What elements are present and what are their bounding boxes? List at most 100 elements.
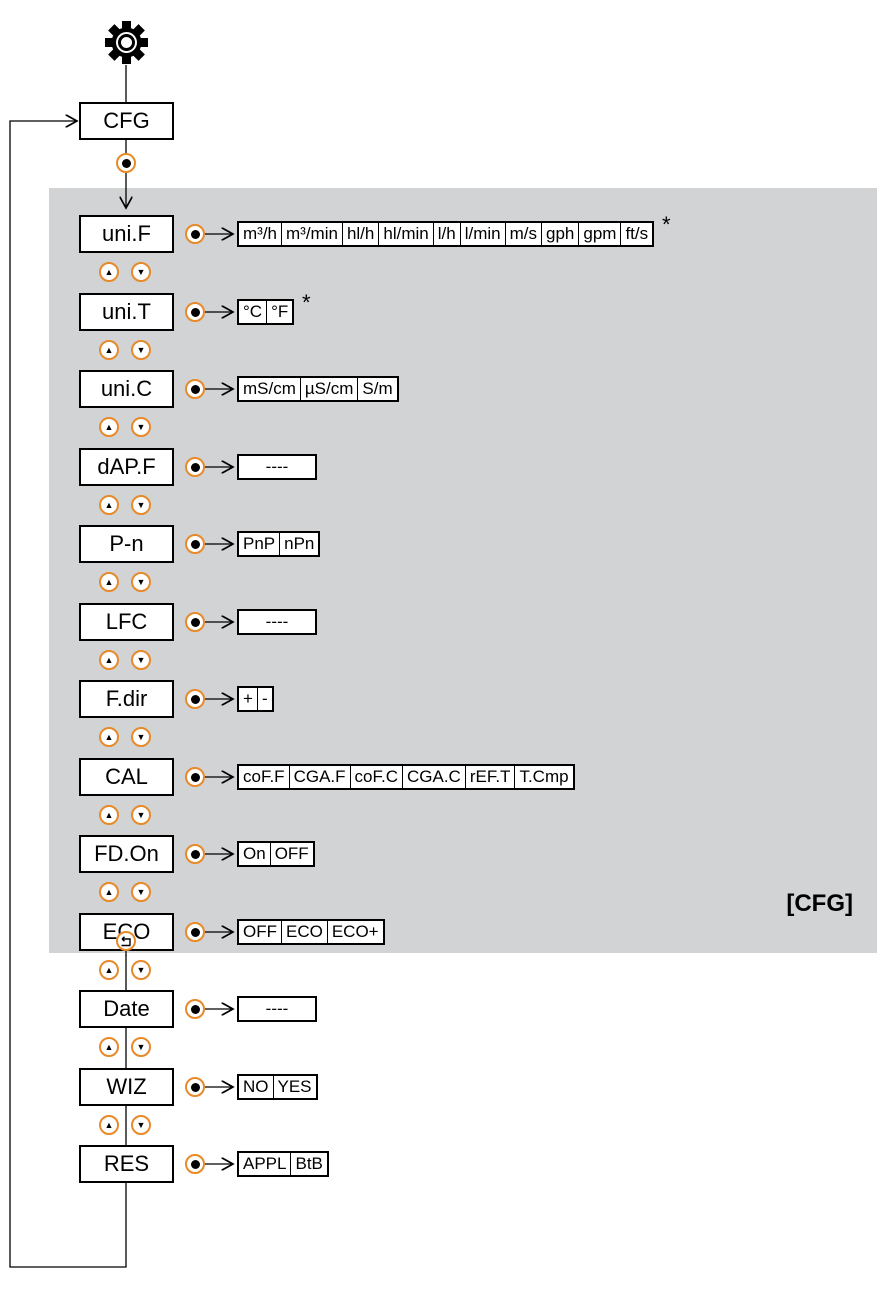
option-item[interactable]: BtB	[290, 1153, 326, 1175]
option-item[interactable]: ECO+	[326, 921, 383, 943]
option-item[interactable]: coF.C	[349, 766, 402, 788]
down-arrow-icon[interactable]: ▼	[131, 1115, 151, 1135]
option-item[interactable]: T.Cmp	[514, 766, 572, 788]
down-arrow-icon[interactable]: ▼	[131, 960, 151, 980]
option-item[interactable]: OFF	[243, 922, 277, 941]
option-item[interactable]: gpm	[578, 223, 620, 245]
down-arrow-icon[interactable]: ▼	[131, 340, 151, 360]
option-item[interactable]: ft/s	[620, 223, 652, 245]
enter-dot-icon[interactable]	[185, 1077, 205, 1097]
option-item[interactable]: m³/min	[281, 223, 342, 245]
option-item[interactable]: m³/h	[243, 224, 277, 243]
enter-dot-icon[interactable]	[185, 457, 205, 477]
options-date: ----	[237, 996, 317, 1022]
param-lfc[interactable]: LFC	[79, 603, 174, 641]
option-item[interactable]: ----	[265, 612, 289, 631]
option-item[interactable]: l/min	[459, 223, 505, 245]
param-cal[interactable]: CAL	[79, 758, 174, 796]
option-item[interactable]: °C	[243, 302, 263, 321]
option-item[interactable]: hl/h	[341, 223, 378, 245]
up-arrow-icon[interactable]: ▲	[99, 882, 119, 902]
down-arrow-icon[interactable]: ▼	[131, 572, 151, 592]
enter-dot-icon[interactable]	[185, 767, 205, 787]
up-arrow-icon[interactable]: ▲	[99, 262, 119, 282]
option-item[interactable]: -	[256, 688, 272, 710]
param-wiz[interactable]: WIZ	[79, 1068, 174, 1106]
option-item[interactable]: APPL	[243, 1154, 287, 1173]
up-arrow-icon[interactable]: ▲	[99, 417, 119, 437]
up-arrow-icon[interactable]: ▲	[99, 1115, 119, 1135]
up-arrow-icon[interactable]: ▲	[99, 805, 119, 825]
up-arrow-icon[interactable]: ▲	[99, 572, 119, 592]
enter-dot-icon[interactable]	[185, 1154, 205, 1174]
option-item[interactable]: l/h	[432, 223, 460, 245]
option-item[interactable]: gph	[541, 223, 578, 245]
up-arrow-icon[interactable]: ▲	[99, 495, 119, 515]
option-item[interactable]: m/s	[504, 223, 541, 245]
option-item[interactable]: °F	[266, 301, 292, 323]
footnote-asterisk: *	[302, 290, 311, 315]
option-item[interactable]: ----	[265, 457, 289, 476]
option-item[interactable]: hl/min	[378, 223, 432, 245]
option-item[interactable]: rEF.T	[464, 766, 515, 788]
up-arrow-icon[interactable]: ▲	[99, 1037, 119, 1057]
up-arrow-icon[interactable]: ▲	[99, 650, 119, 670]
option-item[interactable]: CGA.F	[288, 766, 350, 788]
option-item[interactable]: NO	[243, 1077, 269, 1096]
option-item[interactable]: PnP	[243, 534, 276, 553]
param-res[interactable]: RES	[79, 1145, 174, 1183]
back-icon[interactable]	[116, 931, 136, 951]
param-f-dir[interactable]: F.dir	[79, 680, 174, 718]
up-arrow-icon[interactable]: ▲	[99, 340, 119, 360]
enter-dot-icon[interactable]	[185, 612, 205, 632]
param-uni-c[interactable]: uni.C	[79, 370, 174, 408]
enter-dot-icon[interactable]	[185, 689, 205, 709]
param-date[interactable]: Date	[79, 990, 174, 1028]
down-arrow-icon[interactable]: ▼	[131, 262, 151, 282]
enter-dot-icon[interactable]	[185, 999, 205, 1019]
up-arrow-icon[interactable]: ▲	[99, 727, 119, 747]
enter-dot-icon[interactable]	[185, 379, 205, 399]
options-uni-t: °C°F	[237, 299, 295, 325]
param-uni-f[interactable]: uni.F	[79, 215, 174, 253]
enter-dot-icon[interactable]	[185, 534, 205, 554]
param-uni-t[interactable]: uni.T	[79, 293, 174, 331]
option-item[interactable]: YES	[272, 1076, 316, 1098]
option-item[interactable]: nPn	[279, 533, 318, 555]
enter-dot-icon[interactable]	[185, 844, 205, 864]
down-arrow-icon[interactable]: ▼	[131, 727, 151, 747]
down-arrow-icon[interactable]: ▼	[131, 882, 151, 902]
option-item[interactable]: On	[243, 844, 266, 863]
enter-dot-icon[interactable]	[185, 922, 205, 942]
option-item[interactable]: µS/cm	[299, 378, 358, 400]
down-arrow-icon[interactable]: ▼	[131, 805, 151, 825]
enter-dot-icon[interactable]	[185, 224, 205, 244]
panel-tag: [CFG]	[786, 890, 853, 917]
down-arrow-icon[interactable]: ▼	[131, 650, 151, 670]
enter-dot-icon[interactable]	[185, 302, 205, 322]
up-arrow-icon[interactable]: ▲	[99, 960, 119, 980]
down-arrow-icon[interactable]: ▼	[131, 417, 151, 437]
option-item[interactable]: mS/cm	[243, 379, 296, 398]
param-p-n[interactable]: P-n	[79, 525, 174, 563]
down-arrow-icon[interactable]: ▼	[131, 495, 151, 515]
option-item[interactable]: ECO	[281, 921, 327, 943]
option-item[interactable]: coF.F	[243, 767, 285, 786]
option-item[interactable]: CGA.C	[401, 766, 465, 788]
options-f-dir: +-	[237, 686, 274, 712]
options-dap-f: ----	[237, 454, 317, 480]
param-fd-on[interactable]: FD.On	[79, 835, 174, 873]
option-item[interactable]: +	[243, 689, 253, 708]
enter-dot-icon[interactable]	[116, 153, 136, 173]
param-dap-f[interactable]: dAP.F	[79, 448, 174, 486]
option-item[interactable]: OFF	[269, 843, 313, 865]
cfg-menu-button[interactable]: CFG	[79, 102, 174, 140]
option-item[interactable]: S/m	[357, 378, 396, 400]
down-arrow-icon[interactable]: ▼	[131, 1037, 151, 1057]
option-item[interactable]: ----	[265, 999, 289, 1018]
